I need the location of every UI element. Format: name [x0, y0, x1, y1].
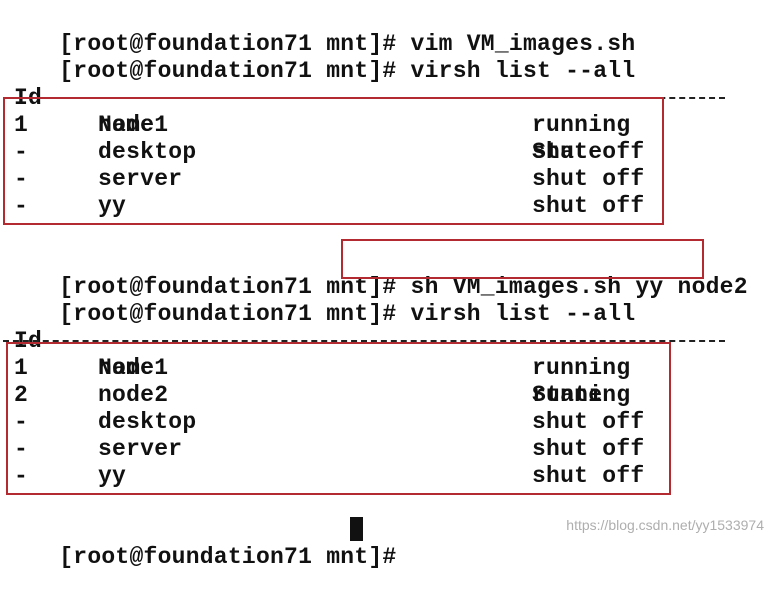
column-state-header: State: [532, 139, 603, 165]
vm-state-cell: shut off: [532, 166, 645, 192]
vm-state-cell: running: [532, 355, 631, 381]
table-separator-2: [3, 340, 725, 342]
vm-name-cell: server: [98, 436, 183, 462]
vm-name-cell: node1: [98, 355, 169, 381]
vm-table-row: - desktop shut off: [3, 409, 763, 436]
command-virsh-list: virsh list --all: [410, 301, 636, 327]
highlight-box-list-1: [3, 97, 664, 225]
terminal-line-virsh-list-2: [root@foundation71 mnt]# virsh list --al…: [3, 274, 635, 327]
vm-name-cell: desktop: [98, 139, 197, 165]
table-header-1: Id Name State: [3, 58, 763, 165]
text-cursor[interactable]: [350, 517, 363, 541]
highlight-box-list-2: [6, 342, 671, 495]
vm-table-row: - desktop shut off: [3, 139, 763, 166]
vm-table-row: - yy shut off: [3, 463, 763, 490]
vm-name-cell: node1: [98, 112, 169, 138]
command-virsh-list: virsh list --all: [410, 58, 636, 84]
terminal-line-vim: [root@foundation71 mnt]# vim VM_images.s…: [3, 4, 635, 57]
vm-name-cell: yy: [98, 463, 127, 489]
vm-id-cell: -: [14, 139, 29, 165]
terminal-line-virsh-list-1: [root@foundation71 mnt]# virsh list --al…: [3, 31, 635, 84]
shell-prompt: [root@foundation71 mnt]#: [59, 301, 411, 327]
vm-id-cell: -: [14, 166, 29, 192]
vm-name-cell: node2: [98, 382, 169, 408]
table-header-2: Id Name State: [3, 301, 763, 408]
vm-table-row: - server shut off: [3, 166, 763, 193]
terminal-window[interactable]: [root@foundation71 mnt]# vim VM_images.s…: [0, 0, 772, 570]
vm-table-row: 2 node2 running: [3, 382, 763, 409]
vm-id-cell: -: [14, 463, 29, 489]
vm-table-row: 1 node1 running: [3, 355, 763, 382]
vm-state-cell: running: [532, 112, 631, 138]
vm-id-cell: 2: [14, 382, 29, 408]
column-name-header: Name: [98, 112, 155, 138]
column-name-header: Name: [98, 355, 155, 381]
vm-state-cell: shut off: [532, 409, 645, 435]
vm-state-cell: shut off: [532, 436, 645, 462]
shell-prompt: [root@foundation71 mnt]#: [59, 274, 411, 300]
vm-id-cell: 1: [14, 112, 29, 138]
vm-name-cell: yy: [98, 193, 127, 219]
vm-id-cell: -: [14, 409, 29, 435]
shell-prompt: [root@foundation71 mnt]#: [59, 58, 411, 84]
vm-state-cell: shut off: [532, 463, 645, 489]
shell-prompt: [root@foundation71 mnt]#: [59, 544, 411, 570]
vm-state-cell: shut off: [532, 193, 645, 219]
vm-state-cell: running: [532, 382, 631, 408]
vm-name-cell: desktop: [98, 409, 197, 435]
vm-table-row: 1 node1 running: [3, 112, 763, 139]
vm-id-cell: -: [14, 193, 29, 219]
highlight-box-sh-command: [341, 239, 704, 279]
watermark-text: https://blog.csdn.net/yy1533974: [566, 517, 764, 533]
vm-table-row: - server shut off: [3, 436, 763, 463]
vm-state-cell: shut off: [532, 139, 645, 165]
column-state-header: State: [532, 382, 603, 408]
vm-table-row: - yy shut off: [3, 193, 763, 220]
vm-id-cell: -: [14, 436, 29, 462]
shell-prompt: [root@foundation71 mnt]#: [59, 31, 411, 57]
command-vim: vim VM_images.sh: [410, 31, 636, 57]
vm-name-cell: server: [98, 166, 183, 192]
vm-id-cell: 1: [14, 355, 29, 381]
